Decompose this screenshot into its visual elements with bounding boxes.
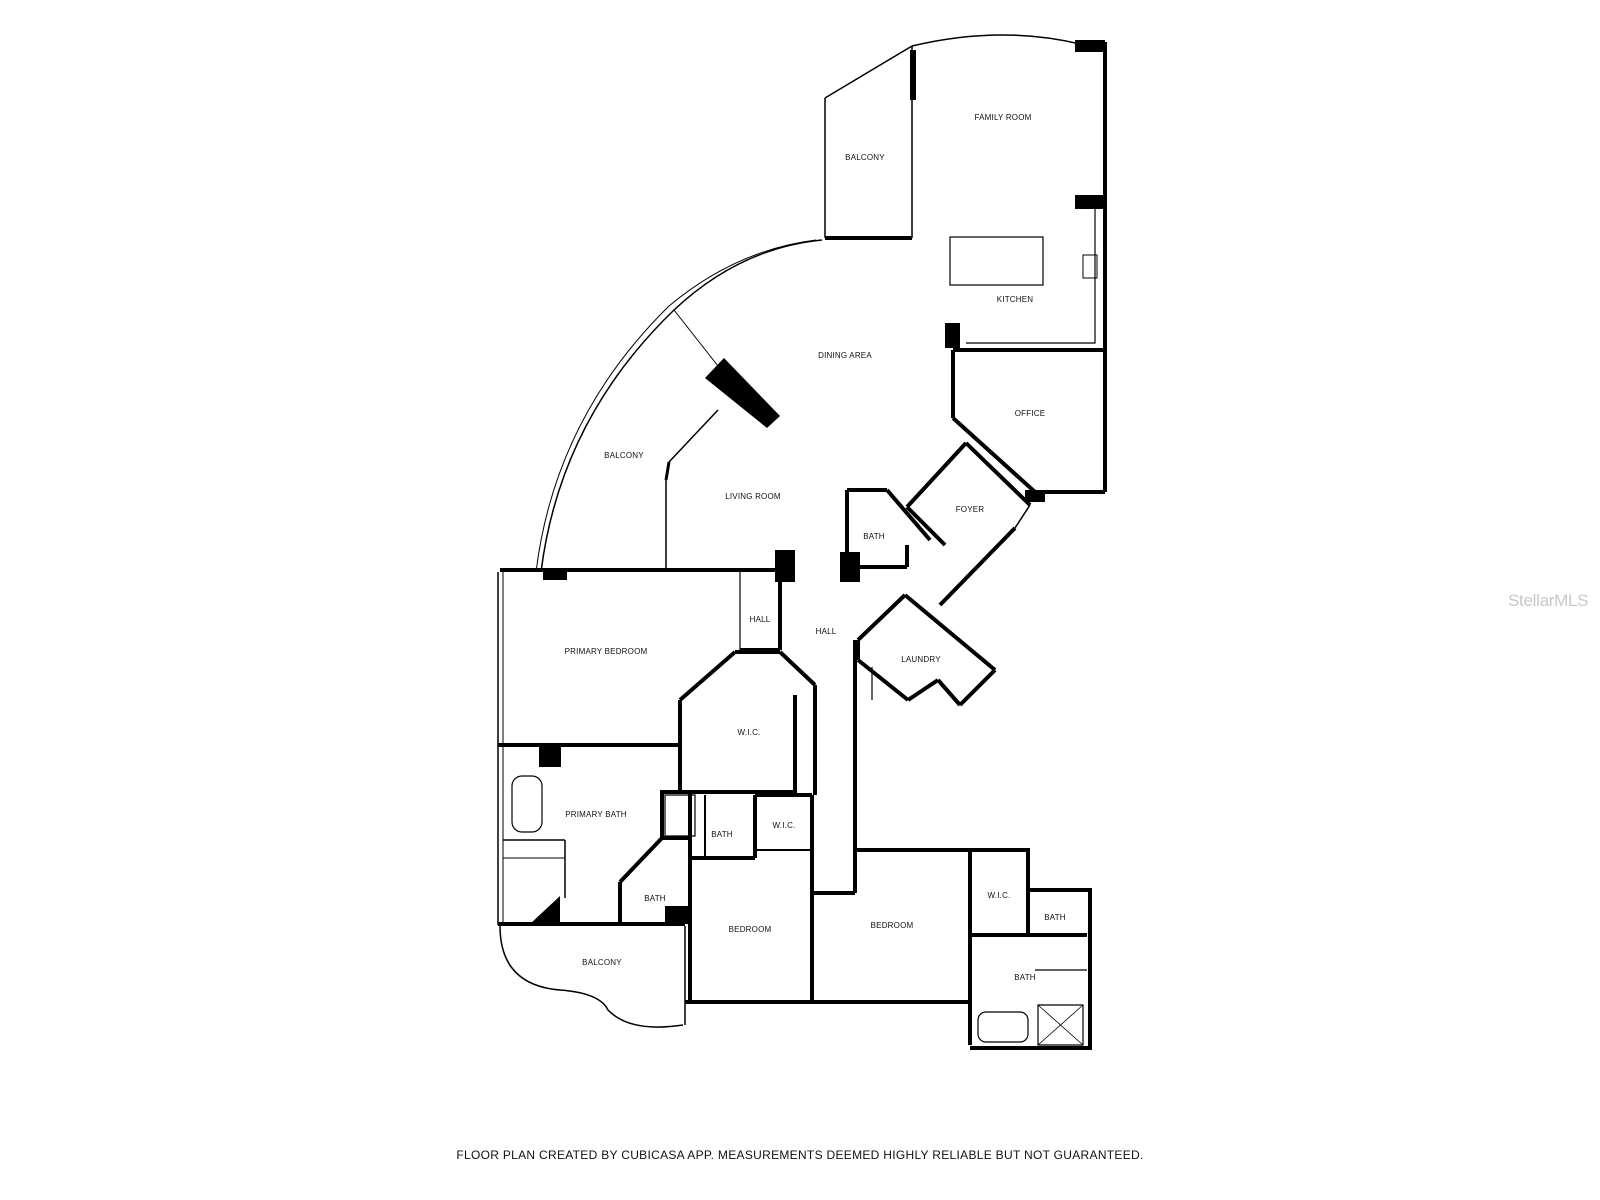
label-wic-right: W.I.C.	[988, 891, 1011, 900]
label-wic-center: W.I.C.	[738, 728, 761, 737]
label-balcony-west: BALCONY	[604, 451, 644, 460]
label-dining-area: DINING AREA	[818, 351, 872, 360]
label-primary-bath: PRIMARY BATH	[565, 810, 627, 819]
label-bath-small: BATH	[711, 830, 733, 839]
label-hall-main: HALL	[816, 627, 837, 636]
label-kitchen: KITCHEN	[997, 295, 1034, 304]
label-primary-bedroom: PRIMARY BEDROOM	[565, 647, 648, 656]
label-bath-center: BATH	[863, 532, 885, 541]
label-bath-lower-left: BATH	[644, 894, 666, 903]
label-hall-small: HALL	[750, 615, 771, 624]
label-office: OFFICE	[1015, 409, 1046, 418]
labels: FAMILY ROOM BALCONY KITCHEN DINING AREA …	[565, 113, 1066, 982]
walls	[497, 34, 1107, 1050]
label-bath-right: BATH	[1014, 973, 1036, 982]
label-bedroom-right: BEDROOM	[871, 921, 914, 930]
label-bath-right-small: BATH	[1044, 913, 1066, 922]
label-bedroom-left: BEDROOM	[729, 925, 772, 934]
label-family-room: FAMILY ROOM	[974, 113, 1031, 122]
label-balcony-north: BALCONY	[845, 153, 885, 162]
label-balcony-south: BALCONY	[582, 958, 622, 967]
footer-disclaimer: FLOOR PLAN CREATED BY CUBICASA APP. MEAS…	[456, 1148, 1144, 1162]
watermark-text: StellarMLS	[1508, 591, 1589, 610]
label-living-room: LIVING ROOM	[725, 492, 781, 501]
label-laundry: LAUNDRY	[901, 655, 941, 664]
label-wic-lower: W.I.C.	[773, 821, 796, 830]
wall-columns	[530, 40, 1105, 924]
label-foyer: FOYER	[956, 505, 985, 514]
